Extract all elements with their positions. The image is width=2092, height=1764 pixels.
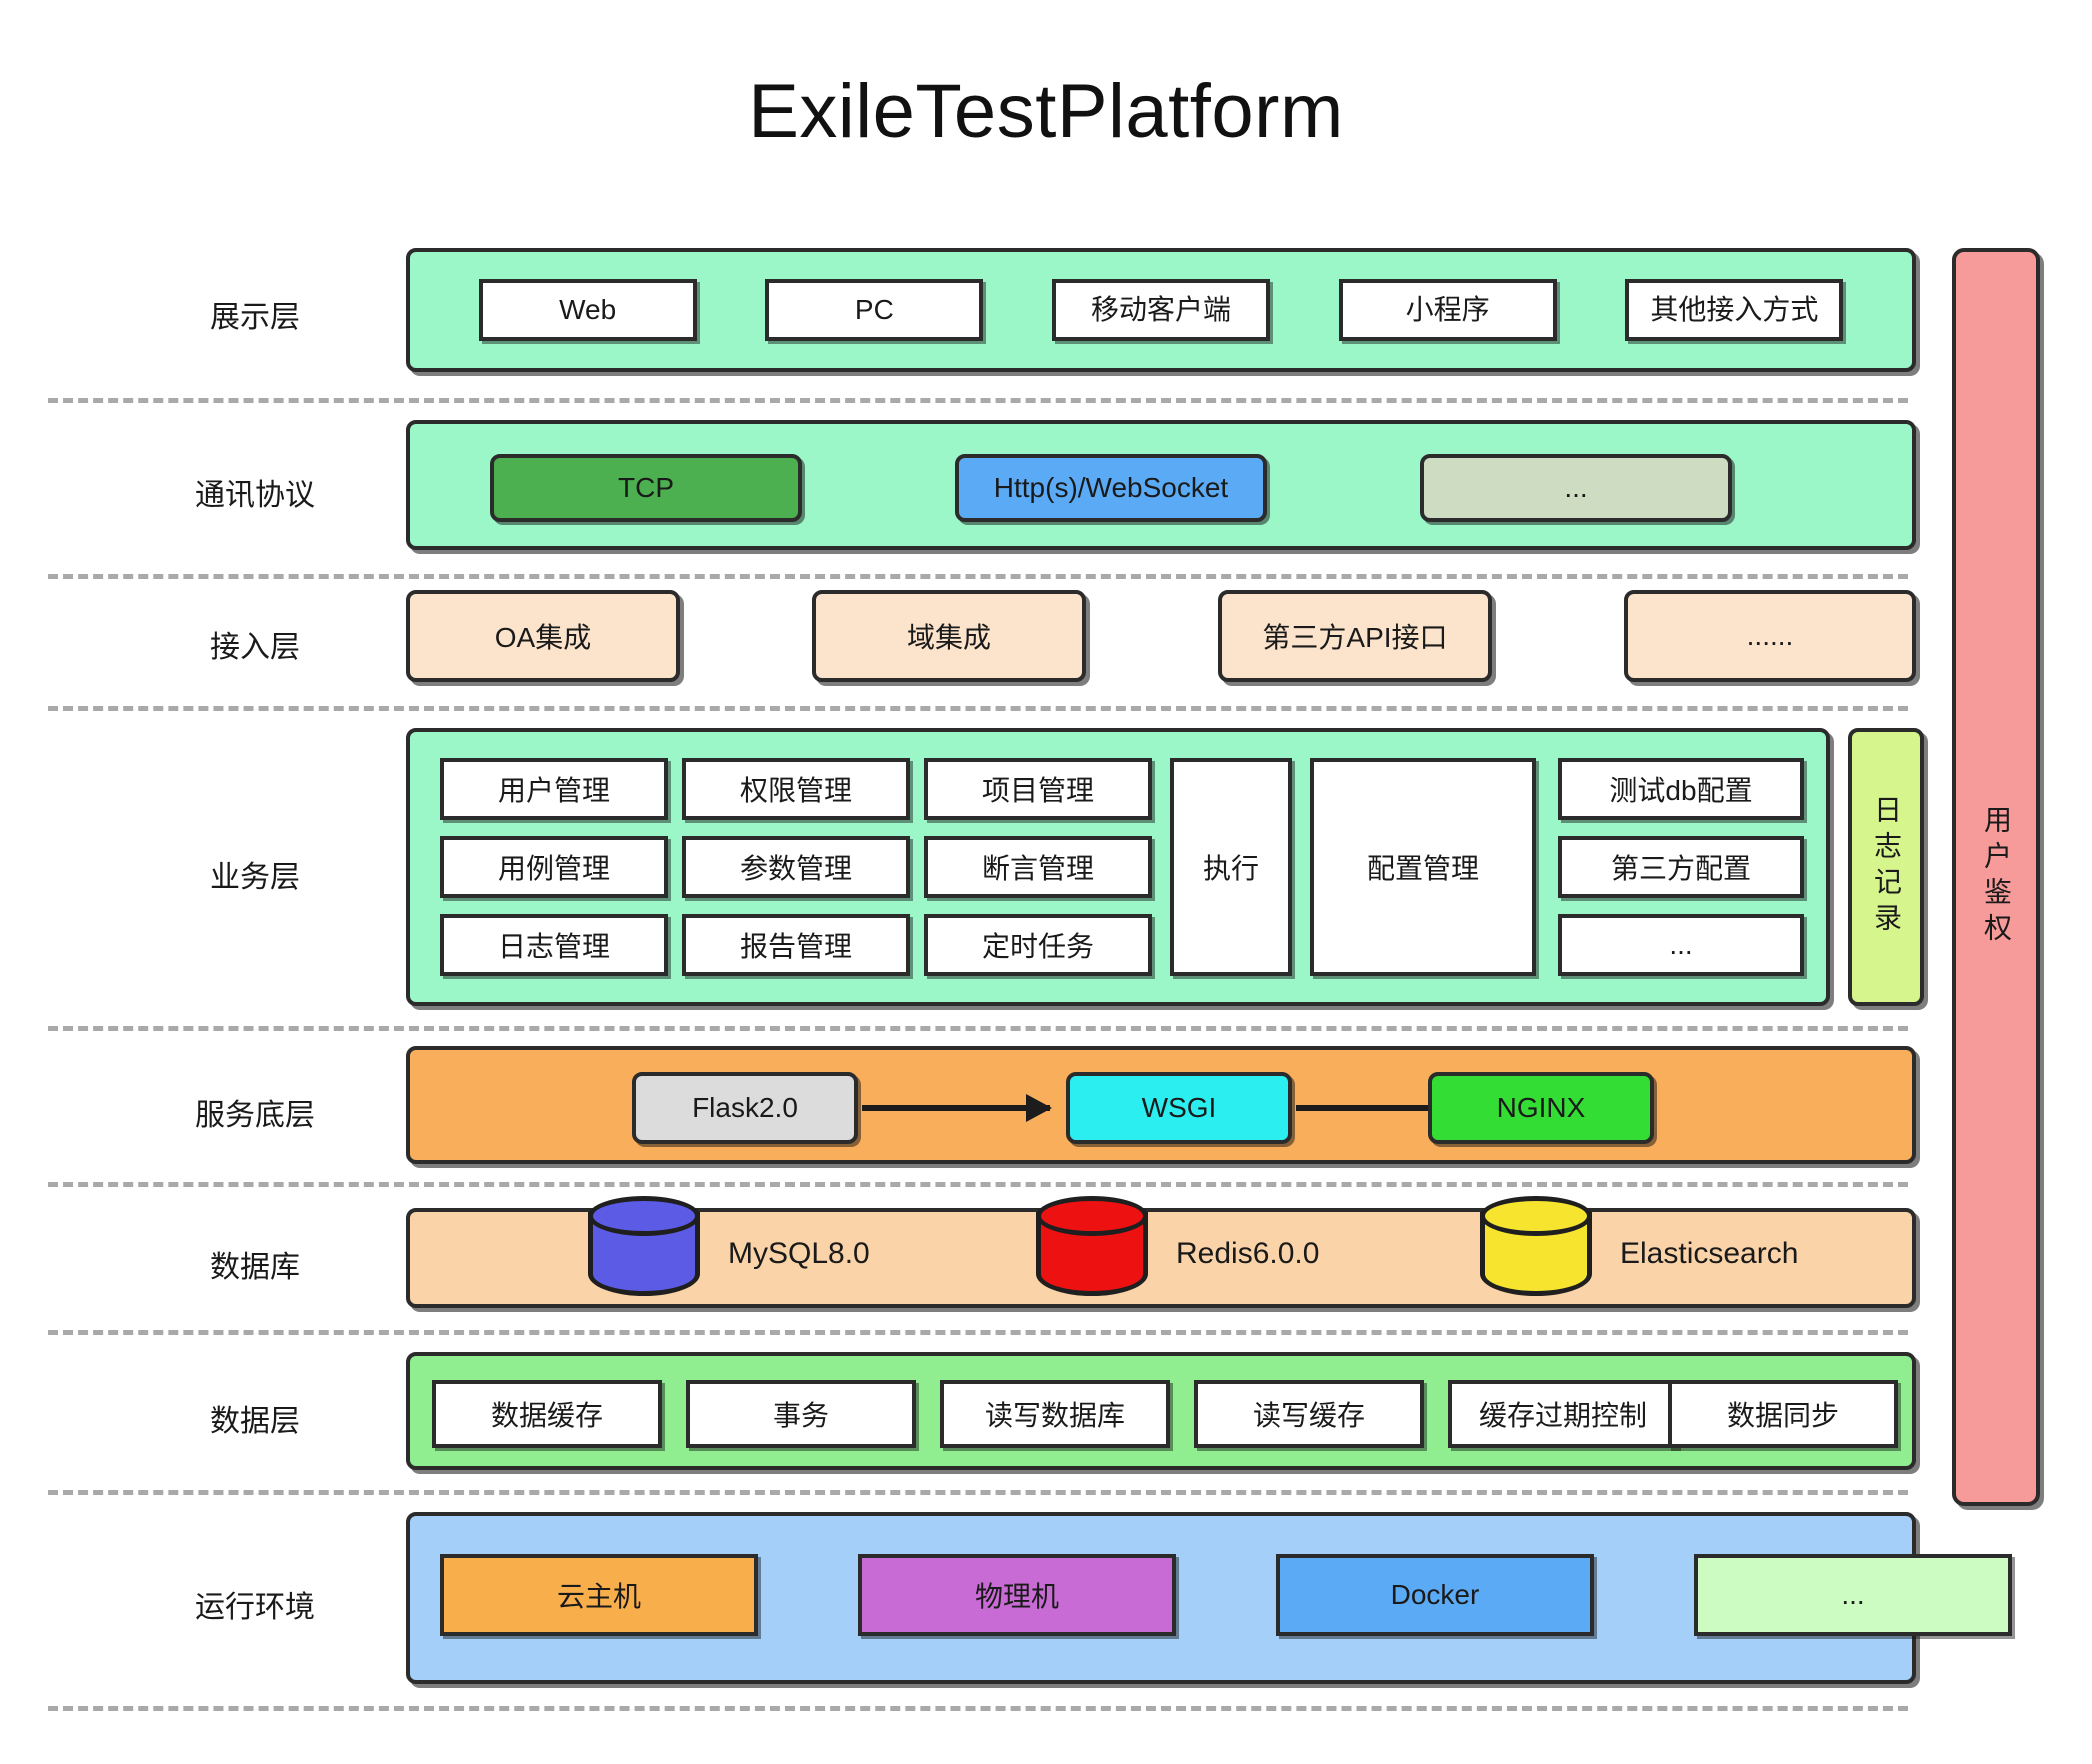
- layer-label-database: 数据库: [210, 1251, 300, 1284]
- protocol-item-tcp[interactable]: TCP: [490, 454, 802, 522]
- presentation-item-pc[interactable]: PC: [765, 279, 984, 341]
- datalayer-item-transaction[interactable]: 事务: [686, 1380, 916, 1448]
- layer-band-business: 用户管理 权限管理 项目管理 用例管理 参数管理 断言管理 日志管理 报告管理 …: [406, 728, 1830, 1006]
- business-item-param-mgmt[interactable]: 参数管理: [682, 836, 910, 898]
- business-item-scheduled-task[interactable]: 定时任务: [924, 914, 1152, 976]
- page-title: ExileTestPlatform: [748, 69, 1344, 154]
- business-item-config-ellipsis[interactable]: ...: [1558, 914, 1804, 976]
- database-cylinder-icon: [1480, 1196, 1592, 1312]
- layer-label-access: 接入层: [210, 631, 300, 664]
- access-item-third-party-api[interactable]: 第三方API接口: [1218, 590, 1492, 682]
- business-item-assert-mgmt[interactable]: 断言管理: [924, 836, 1152, 898]
- layer-divider-5: [48, 1182, 1908, 1187]
- layer-band-datalayer: 数据缓存 事务 读写数据库 读写缓存 缓存过期控制 数据同步: [406, 1352, 1916, 1470]
- protocol-item-http-websocket[interactable]: Http(s)/WebSocket: [955, 454, 1267, 522]
- database-label-elasticsearch: Elasticsearch: [1620, 1237, 1799, 1270]
- database-cylinder-icon: [588, 1196, 700, 1312]
- presentation-item-web[interactable]: Web: [478, 279, 697, 341]
- datalayer-item-rw-database[interactable]: 读写数据库: [940, 1380, 1170, 1448]
- business-item-report-mgmt[interactable]: 报告管理: [682, 914, 910, 976]
- layer-band-presentation: Web PC 移动客户端 小程序 其他接入方式: [406, 248, 1916, 372]
- datalayer-item-data-cache[interactable]: 数据缓存: [432, 1380, 662, 1448]
- log-record-column[interactable]: 日志记录: [1848, 728, 1924, 1006]
- layer-band-service: Flask2.0 WSGI NGINX: [406, 1046, 1916, 1164]
- runtime-item-cloud-host[interactable]: 云主机: [440, 1554, 758, 1636]
- database-label-mysql: MySQL8.0: [728, 1237, 870, 1270]
- business-item-config-mgmt[interactable]: 配置管理: [1310, 758, 1536, 976]
- business-item-log-mgmt[interactable]: 日志管理: [440, 914, 668, 976]
- business-item-project-mgmt[interactable]: 项目管理: [924, 758, 1152, 820]
- business-item-test-db-config[interactable]: 测试db配置: [1558, 758, 1804, 820]
- database-item-elasticsearch[interactable]: Elasticsearch: [1480, 1196, 1798, 1312]
- database-item-mysql[interactable]: MySQL8.0: [588, 1196, 870, 1312]
- business-item-execute[interactable]: 执行: [1170, 758, 1292, 976]
- presentation-item-other-access[interactable]: 其他接入方式: [1625, 279, 1844, 341]
- layer-divider-1: [48, 398, 1908, 403]
- presentation-item-mobile[interactable]: 移动客户端: [1052, 279, 1271, 341]
- service-item-nginx[interactable]: NGINX: [1428, 1072, 1654, 1144]
- service-item-flask[interactable]: Flask2.0: [632, 1072, 858, 1144]
- layer-band-database: MySQL8.0 Redis6.0.0 Elasticsearch: [406, 1196, 1916, 1308]
- layer-divider-4: [48, 1026, 1908, 1031]
- runtime-item-physical-machine[interactable]: 物理机: [858, 1554, 1176, 1636]
- user-auth-column[interactable]: 用户鉴权: [1952, 248, 2040, 1506]
- layer-divider-3: [48, 706, 1908, 711]
- datalayer-item-data-sync[interactable]: 数据同步: [1668, 1380, 1898, 1448]
- database-cylinder-icon: [1036, 1196, 1148, 1312]
- database-item-redis[interactable]: Redis6.0.0: [1036, 1196, 1319, 1312]
- layer-divider-2: [48, 574, 1908, 579]
- business-item-perm-mgmt[interactable]: 权限管理: [682, 758, 910, 820]
- access-item-oa[interactable]: OA集成: [406, 590, 680, 682]
- log-record-label: 日志记录: [1871, 795, 1902, 939]
- datalayer-item-cache-expiry[interactable]: 缓存过期控制: [1448, 1380, 1678, 1448]
- arrow-flask-to-wsgi: [862, 1094, 1052, 1122]
- datalayer-item-rw-cache[interactable]: 读写缓存: [1194, 1380, 1424, 1448]
- layer-divider-6: [48, 1330, 1908, 1335]
- layer-divider-8: [48, 1706, 1908, 1711]
- database-label-redis: Redis6.0.0: [1176, 1237, 1320, 1270]
- layer-label-presentation: 展示层: [210, 301, 300, 334]
- runtime-item-docker[interactable]: Docker: [1276, 1554, 1594, 1636]
- user-auth-label: 用户鉴权: [1981, 805, 2012, 949]
- layer-label-runtime: 运行环境: [195, 1591, 315, 1624]
- layer-divider-7: [48, 1490, 1908, 1495]
- layer-label-protocol: 通讯协议: [195, 479, 315, 512]
- layer-label-datalayer: 数据层: [210, 1405, 300, 1438]
- protocol-item-ellipsis[interactable]: ...: [1420, 454, 1732, 522]
- presentation-item-miniprogram[interactable]: 小程序: [1338, 279, 1557, 341]
- layer-band-protocol: TCP Http(s)/WebSocket ...: [406, 420, 1916, 550]
- access-item-domain[interactable]: 域集成: [812, 590, 1086, 682]
- runtime-item-ellipsis[interactable]: ...: [1694, 1554, 2012, 1636]
- business-item-case-mgmt[interactable]: 用例管理: [440, 836, 668, 898]
- access-item-ellipsis[interactable]: ......: [1624, 590, 1916, 682]
- layer-label-service: 服务底层: [195, 1099, 315, 1132]
- service-item-wsgi[interactable]: WSGI: [1066, 1072, 1292, 1144]
- business-item-third-party-config[interactable]: 第三方配置: [1558, 836, 1804, 898]
- layer-band-runtime: 云主机 物理机 Docker ...: [406, 1512, 2012, 1684]
- layer-label-business: 业务层: [210, 861, 300, 894]
- business-item-user-mgmt[interactable]: 用户管理: [440, 758, 668, 820]
